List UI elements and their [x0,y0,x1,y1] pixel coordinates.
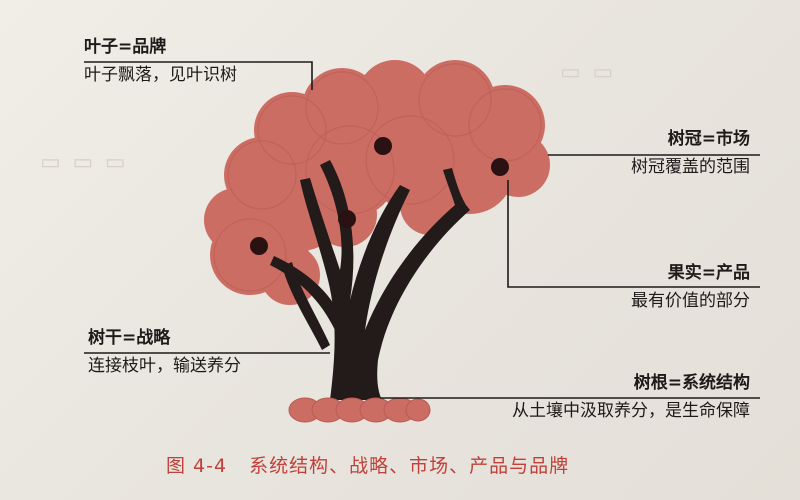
fruit-dot [374,137,392,155]
root-title: 树根=系统结构 [633,373,750,393]
fruit-label: 果实=产品 最有价值的部分 [580,262,750,312]
fruit-dot [491,158,509,176]
figure-number: 图 4-4 [166,455,228,477]
tree-roots [288,397,431,423]
figure-caption-text: 系统结构、战略、市场、产品与品牌 [249,455,570,477]
figure-caption: 图 4-4 系统结构、战略、市场、产品与品牌 [166,451,569,478]
root-description: 从土壤中汲取养分，是生命保障 [512,401,750,421]
fruit-description: 最有价值的部分 [631,291,750,311]
crown-description: 树冠覆盖的范围 [631,157,750,177]
root-label: 树根=系统结构 从土壤中汲取养分，是生命保障 [430,372,750,422]
bleed-through-text: ▭ ▭ [560,60,616,85]
leader-line-fruit [507,180,760,288]
leaf-title: 叶子=品牌 [84,37,167,57]
fruit-title: 果实=产品 [667,263,750,283]
fruit-dot [250,237,268,255]
fruit-dot [338,210,356,228]
trunk-title: 树干=战略 [88,328,171,348]
trunk-description: 连接枝叶，输送养分 [88,356,241,376]
leader-line-leaf [84,61,313,90]
leaf-label: 叶子=品牌 叶子飘落，见叶识树 [84,36,237,86]
crown-title: 树冠=市场 [667,129,750,149]
crown-label: 树冠=市场 树冠覆盖的范围 [600,128,750,178]
leaf-description: 叶子飘落，见叶识树 [84,65,237,85]
bleed-through-text: ▭ ▭ ▭ [40,150,128,175]
trunk-label: 树干=战略 连接枝叶，输送养分 [88,327,241,377]
